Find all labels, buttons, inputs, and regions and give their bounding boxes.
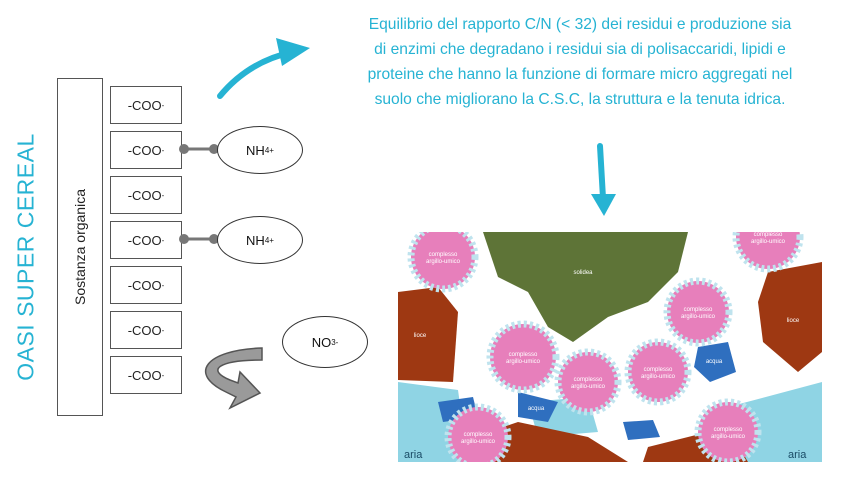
clay-region-right [758, 262, 822, 372]
complex-5 [554, 348, 622, 416]
description-line-3: proteine che hanno la funzione di formar… [367, 66, 793, 83]
svg-text:acqua: acqua [706, 359, 723, 365]
arrow-down-icon [597, 143, 606, 201]
svg-text:argillo-umico: argillo-umico [426, 259, 461, 265]
organic-matter-box: Sostanza organica [57, 78, 103, 416]
leaching-arrow-icon [205, 347, 263, 410]
water-region-1 [694, 342, 736, 382]
carboxyl-box-3: -COO- [110, 176, 182, 214]
complex-3 [663, 277, 733, 347]
complex-1 [407, 232, 479, 293]
bond-ammonium-1 [179, 144, 219, 154]
description-line-1: Equilibrio del rapporto C/N (< 32) dei r… [368, 16, 792, 33]
svg-text:solidea: solidea [573, 270, 593, 276]
description-text: Equilibrio del rapporto C/N (< 32) dei r… [300, 12, 860, 112]
svg-text:complesso: complesso [714, 427, 743, 433]
svg-text:complesso: complesso [464, 432, 493, 438]
description-line-4: suolo che migliorano la C.S.C, la strutt… [374, 91, 786, 108]
arrow-down-head-icon [591, 194, 616, 216]
svg-text:argillo-umico: argillo-umico [751, 239, 786, 245]
svg-text:acqua: acqua [528, 406, 545, 412]
clay-region-left [398, 287, 458, 382]
bond-ammonium-2 [179, 234, 219, 244]
svg-text:complesso: complesso [754, 232, 783, 238]
svg-text:lioce: lioce [787, 318, 800, 324]
carboxyl-box-2: -COO- [110, 131, 182, 169]
complex-7 [444, 403, 512, 462]
air-label-right: aria [788, 449, 807, 461]
svg-text:complesso: complesso [509, 352, 538, 358]
svg-text:complesso: complesso [574, 377, 603, 383]
complex-2 [732, 232, 804, 273]
arrow-up-right-head-icon [276, 38, 310, 66]
description-line-2: di enzimi che degradano i residui sia di… [374, 41, 786, 58]
complex-6 [624, 338, 692, 406]
svg-text:argillo-umico: argillo-umico [461, 439, 496, 445]
carboxyl-box-4: -COO- [110, 221, 182, 259]
svg-text:complesso: complesso [429, 252, 458, 258]
svg-text:complesso: complesso [684, 307, 713, 313]
air-label-left: aria [404, 449, 423, 461]
svg-text:argillo-umico: argillo-umico [681, 314, 716, 320]
svg-text:argillo-umico: argillo-umico [506, 359, 541, 365]
complex-4 [486, 320, 560, 394]
svg-text:argillo-umico: argillo-umico [641, 374, 676, 380]
carboxyl-box-5: -COO- [110, 266, 182, 304]
svg-text:argillo-umico: argillo-umico [711, 434, 746, 440]
carboxyl-box-1: -COO- [110, 86, 182, 124]
water-region-3 [623, 420, 660, 440]
carboxyl-box-7: -COO- [110, 356, 182, 394]
water-region-2 [518, 392, 558, 422]
complex-8 [694, 398, 762, 462]
svg-text:lioce: lioce [414, 333, 427, 339]
svg-text:complesso: complesso [644, 367, 673, 373]
carboxyl-box-6: -COO- [110, 311, 182, 349]
solid-region [483, 232, 688, 342]
svg-text:argillo-umico: argillo-umico [571, 384, 606, 390]
